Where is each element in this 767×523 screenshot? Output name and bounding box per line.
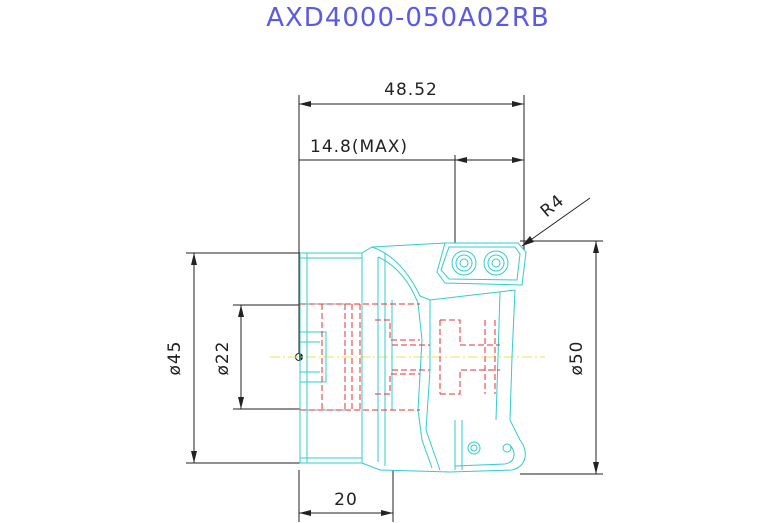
- dimension-lines: [186, 95, 603, 522]
- dimension-length-20: 20: [334, 490, 358, 510]
- drawing-title: AXD4000-050A02RB: [266, 3, 550, 33]
- dimension-diameter-22: ø22: [213, 340, 233, 375]
- hidden-lines: [300, 303, 500, 411]
- dimension-corner-radius: R4: [537, 191, 569, 222]
- dimension-max-depth: 14.8(MAX): [310, 137, 408, 157]
- dimension-overall-length: 48.52: [384, 80, 438, 100]
- cutter-body-outline: [299, 242, 527, 473]
- dimension-diameter-50: ø50: [567, 340, 587, 375]
- dimension-diameter-45: ø45: [165, 340, 185, 375]
